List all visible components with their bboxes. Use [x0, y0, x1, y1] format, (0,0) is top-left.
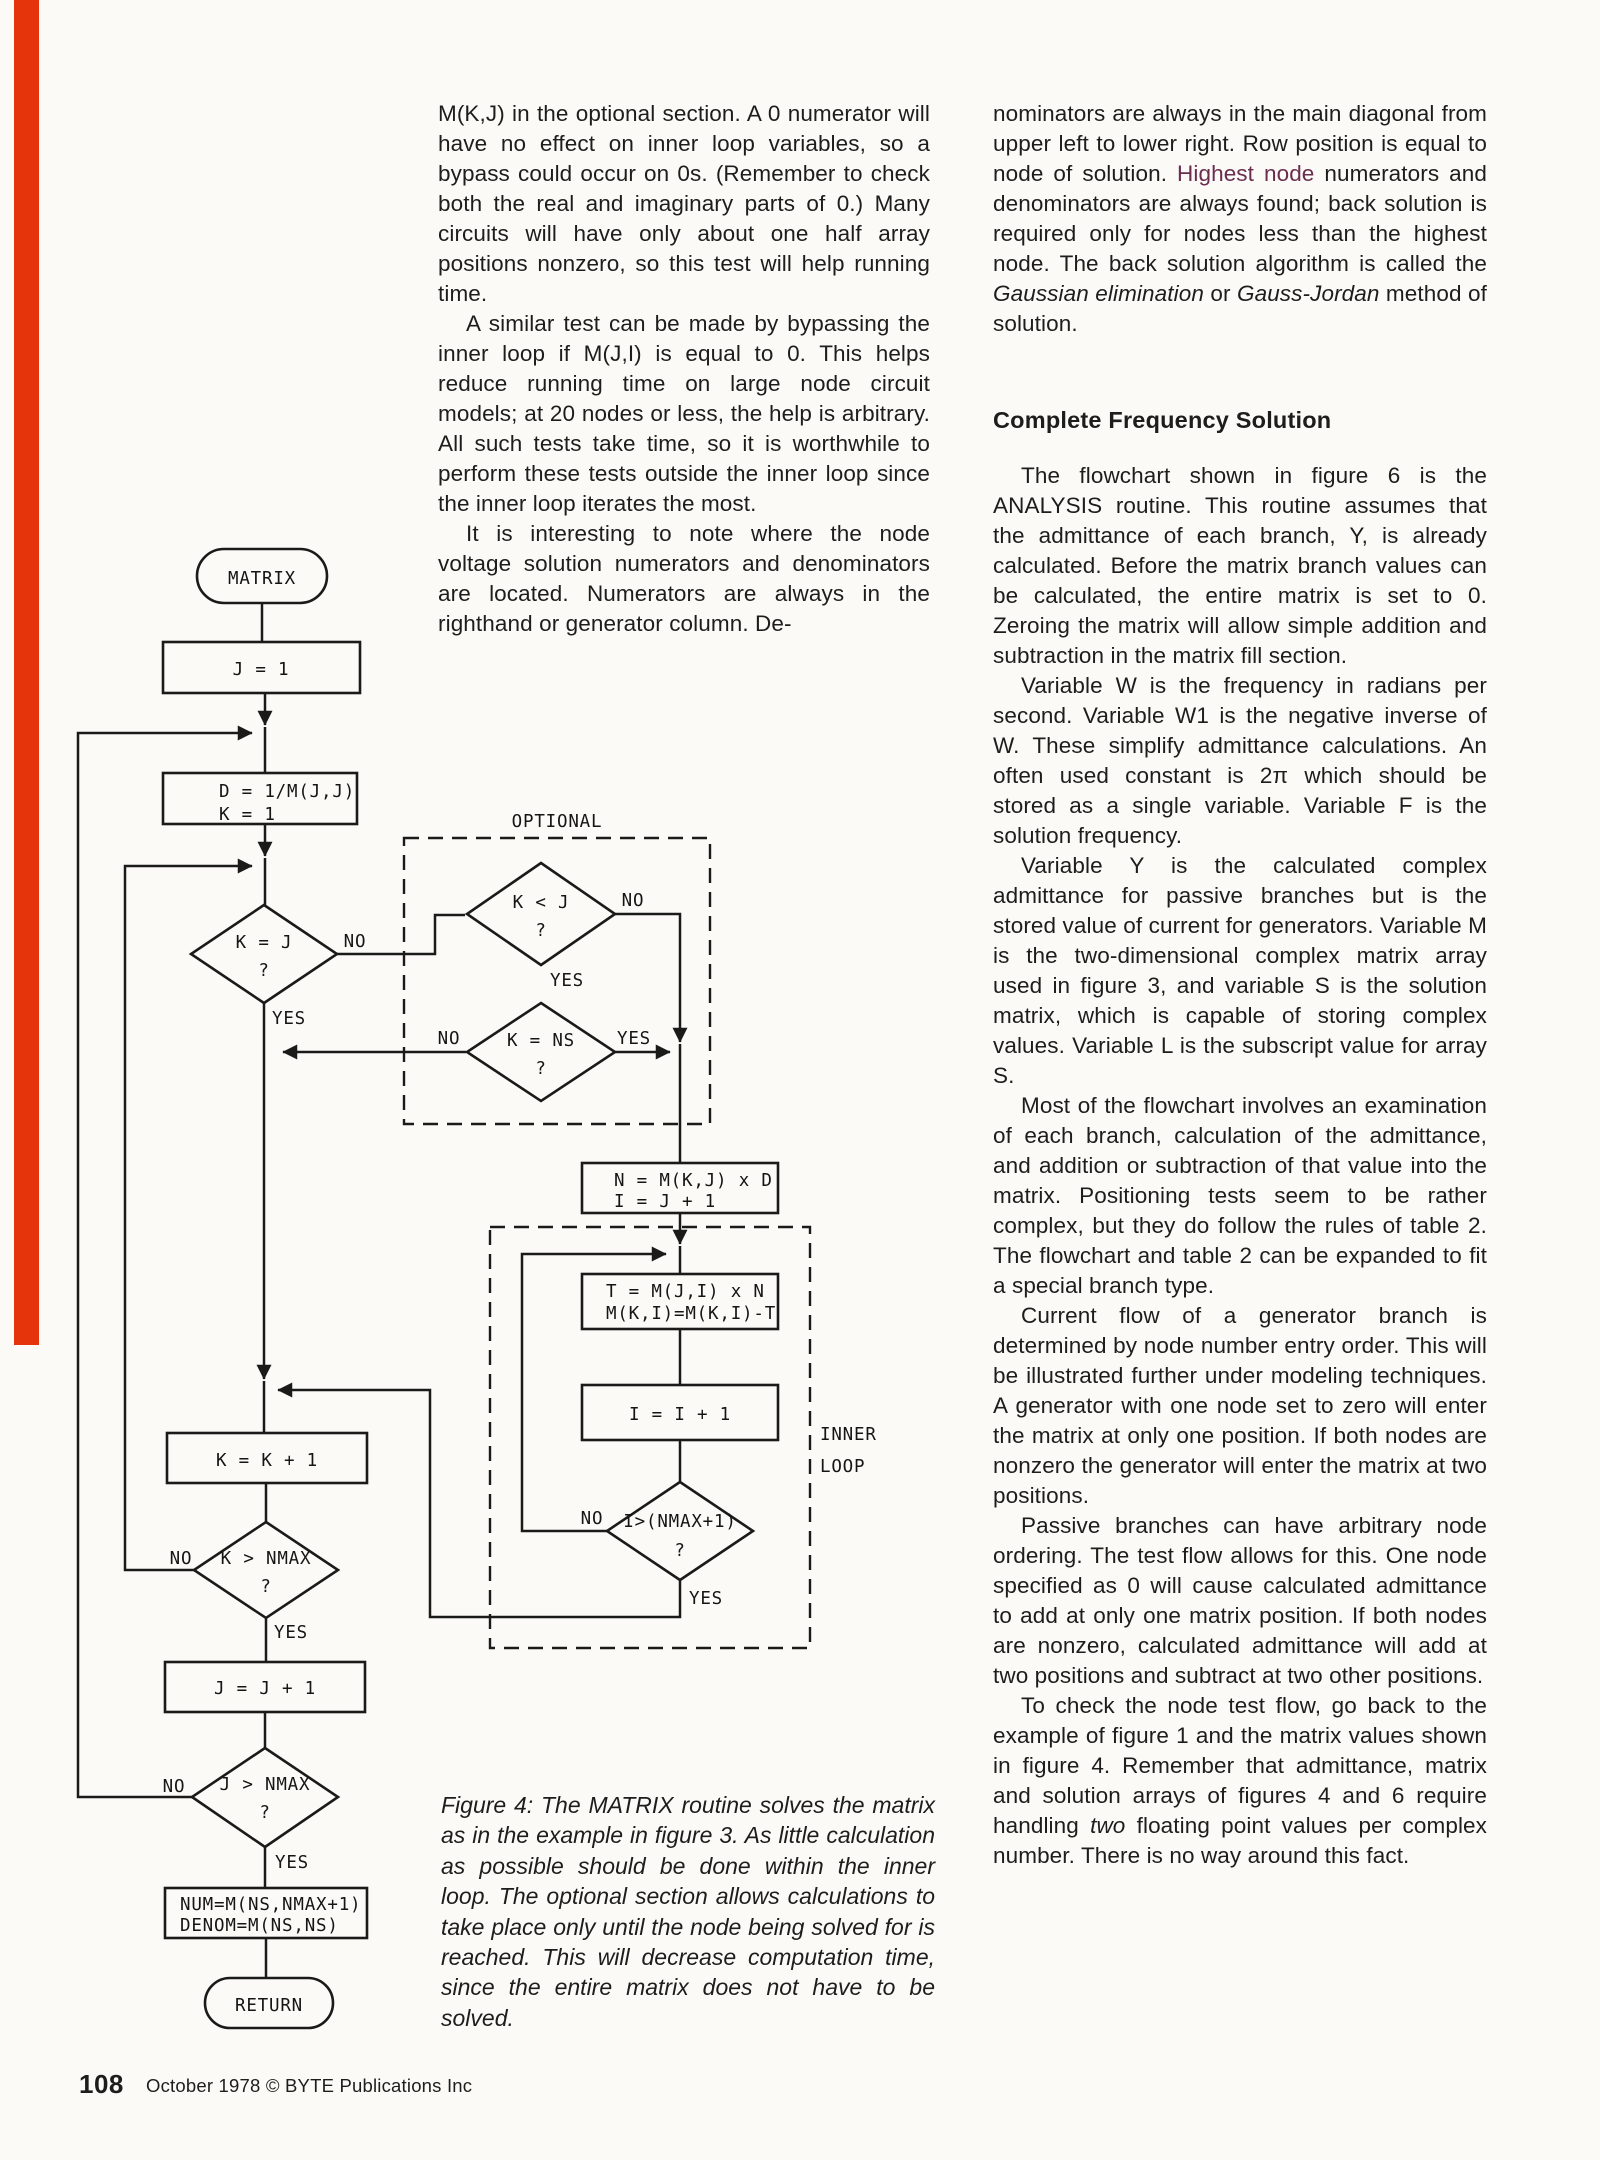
branch-label-no: NO	[170, 1549, 193, 1569]
process-box-num	[163, 1886, 369, 1940]
middle-text-column: M(K,J) in the optional section. A 0 nume…	[438, 99, 930, 639]
process-box-d-init	[161, 771, 359, 826]
node-label: DENOM=M(NS,NS)	[180, 1916, 339, 1936]
paragraph: To check the node test flow, go back to …	[993, 1691, 1487, 1871]
text-run: method of solution.	[993, 281, 1487, 336]
optional-section-label: OPTIONAL	[512, 812, 603, 832]
text-run: numerators and denominators are always f…	[993, 161, 1487, 276]
page-footer: 108 October 1978 © BYTE Publications Inc	[0, 2066, 1600, 2106]
branch-label-yes: YES	[275, 1853, 309, 1873]
paragraph: Variable W is the frequency in radians p…	[993, 673, 1487, 848]
branch-label-yes: YES	[274, 1623, 308, 1643]
node-label: NUM=M(NS,NMAX+1)	[180, 1895, 361, 1915]
inner-loop-box	[488, 1225, 812, 1650]
decision-k-max	[191, 1520, 341, 1620]
branch-label-no: NO	[622, 891, 645, 911]
node-label: K = J	[236, 933, 293, 953]
italic-term: two	[1090, 1813, 1126, 1838]
decision-j-max	[189, 1746, 341, 1849]
process-box-t	[580, 1272, 780, 1331]
paragraph: Most of the flowchart involves an examin…	[993, 1093, 1487, 1298]
k-loop-return	[123, 858, 253, 1572]
node-label: K > NMAX	[221, 1549, 312, 1569]
node-label: D = 1/M(J,J)	[219, 782, 355, 802]
question-mark: ?	[535, 1059, 546, 1079]
text-run: nominators are always in the main diagon…	[993, 101, 1487, 186]
node-label: N = M(K,J) x D	[614, 1171, 773, 1191]
kj-no-branch	[337, 913, 465, 956]
text-run: To check the node test flow, go back to …	[993, 1693, 1487, 1838]
right-text-column: nominators are always in the main diagon…	[993, 99, 1487, 1871]
node-label: T = M(J,I) x N	[606, 1282, 765, 1302]
node-label: K = NS	[507, 1031, 575, 1051]
paragraph: A similar test can be made by bypassing …	[438, 311, 930, 516]
process-box-j-inc	[163, 1660, 367, 1714]
branch-label-no: NO	[581, 1509, 604, 1529]
inner-loop-label: INNER	[820, 1425, 877, 1445]
inner-yes-exit	[277, 1382, 682, 1619]
decision-k-equals-ns	[464, 1001, 618, 1103]
question-mark: ?	[535, 921, 546, 941]
italic-term: Gaussian elimination	[993, 281, 1204, 306]
branch-label-yes: YES	[272, 1009, 306, 1029]
decision-k-equals-j	[188, 903, 340, 1005]
node-label: K = K + 1	[216, 1451, 318, 1471]
node-label: K = 1	[219, 805, 276, 825]
question-mark: ?	[258, 961, 269, 981]
process-box-i-inc	[580, 1383, 780, 1442]
node-label: I = I + 1	[629, 1405, 731, 1425]
paragraph: nominators are always in the main diagon…	[993, 99, 1487, 339]
paragraph: It is interesting to note where the node…	[438, 521, 930, 636]
paragraph: Passive branches can have arbitrary node…	[993, 1513, 1487, 1688]
process-box-k-inc	[165, 1431, 369, 1485]
node-label: I>(NMAX+1)	[623, 1512, 736, 1532]
inner-loop-label: LOOP	[820, 1457, 865, 1477]
decision-i-max	[604, 1480, 756, 1582]
paragraph: Variable Y is the calculated complex adm…	[993, 853, 1487, 1088]
branch-label-yes: YES	[550, 971, 584, 991]
node-label: J = J + 1	[214, 1679, 316, 1699]
text-run: or	[1203, 281, 1237, 306]
connector-lines	[76, 603, 688, 1978]
section-heading: Complete Frequency Solution	[993, 407, 1332, 433]
start-terminal	[195, 547, 329, 605]
branch-label-no: NO	[163, 1777, 186, 1797]
paragraph: The flowchart shown in figure 6 is the A…	[993, 463, 1487, 668]
node-label: K < J	[513, 893, 570, 913]
question-mark: ?	[674, 1541, 685, 1561]
question-mark: ?	[260, 1577, 271, 1597]
italic-term: Gauss-Jordan	[1236, 281, 1380, 306]
process-box-j-init	[161, 640, 362, 695]
node-label: M(K,I)=M(K,I)-T	[606, 1304, 776, 1324]
end-terminal	[203, 1976, 335, 2030]
question-mark: ?	[259, 1803, 270, 1823]
branch-label-no: NO	[344, 932, 367, 952]
publication-credit: October 1978 © BYTE Publications Inc	[146, 2075, 473, 2096]
branch-label-yes: YES	[689, 1589, 723, 1609]
highlighted-text: Highest node	[1177, 161, 1315, 186]
text-run: floating point values per complex number…	[993, 1813, 1488, 1868]
branch-label-no: NO	[438, 1029, 461, 1049]
end-label: RETURN	[235, 1996, 303, 2016]
klt-no-branch	[615, 912, 688, 1043]
paragraph: M(K,J) in the optional section. A 0 nume…	[438, 101, 930, 306]
paragraph: Current flow of a generator branch is de…	[993, 1303, 1487, 1508]
node-label: I = J + 1	[614, 1192, 716, 1212]
figure-caption: Figure 4: The MATRIX routine solves the …	[441, 1792, 935, 2031]
process-box-n	[580, 1161, 780, 1215]
optional-section-box	[402, 836, 712, 1126]
node-label: J = 1	[233, 660, 290, 680]
j-loop-return	[76, 725, 253, 1799]
start-label: MATRIX	[228, 569, 296, 589]
inner-no-loop	[520, 1246, 667, 1533]
branch-label-yes: YES	[617, 1029, 651, 1049]
page-edge-red-stripe	[14, 0, 39, 1345]
node-label: J > NMAX	[220, 1775, 311, 1795]
decision-k-less-j	[464, 861, 618, 967]
page-number: 108	[79, 2069, 124, 2099]
